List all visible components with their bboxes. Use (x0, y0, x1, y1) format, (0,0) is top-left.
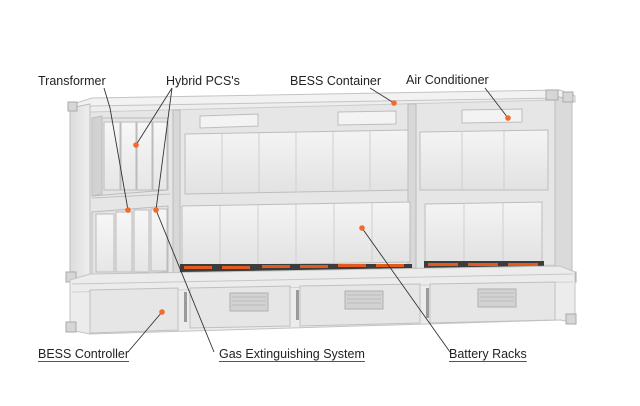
marker-battery-racks (359, 225, 365, 231)
leader-hybrid-pcs-2 (155, 87, 173, 211)
leader-air-conditioner (484, 87, 509, 119)
rack-base-straps (180, 261, 544, 274)
marker-bess-controller (159, 309, 165, 315)
battery-racks-upper (184, 129, 549, 195)
label-air-conditioner: Air Conditioner (406, 73, 489, 87)
left-compartment-cabinets (91, 115, 171, 277)
marker-gas-extinguishing (153, 207, 159, 213)
container-base (65, 265, 577, 335)
label-transformer: Transformer (38, 74, 106, 88)
callout-markers (125, 100, 511, 315)
leader-bess-controller (127, 311, 163, 353)
leader-hybrid-pcs (135, 87, 173, 146)
label-bess-container: BESS Container (290, 74, 382, 88)
label-gas-extinguishing: Gas Extinguishing System (219, 347, 365, 361)
label-hybrid-pcs: Hybrid PCS's (166, 74, 240, 88)
marker-bess-container (391, 100, 397, 106)
marker-air-conditioner (505, 115, 511, 121)
leader-lines (103, 87, 509, 353)
marker-transformer (125, 207, 131, 213)
battery-racks-lower (180, 201, 544, 274)
leader-gas-extinguishing (155, 209, 215, 353)
marker-hybrid-pcs (133, 142, 139, 148)
leader-transformer (103, 87, 129, 211)
leader-battery-racks (361, 227, 451, 353)
leader-bess-container (369, 87, 395, 104)
label-bess-controller: BESS Controller (38, 347, 130, 361)
label-battery-racks: Battery Racks (449, 347, 527, 361)
air-conditioner-units (199, 108, 523, 129)
